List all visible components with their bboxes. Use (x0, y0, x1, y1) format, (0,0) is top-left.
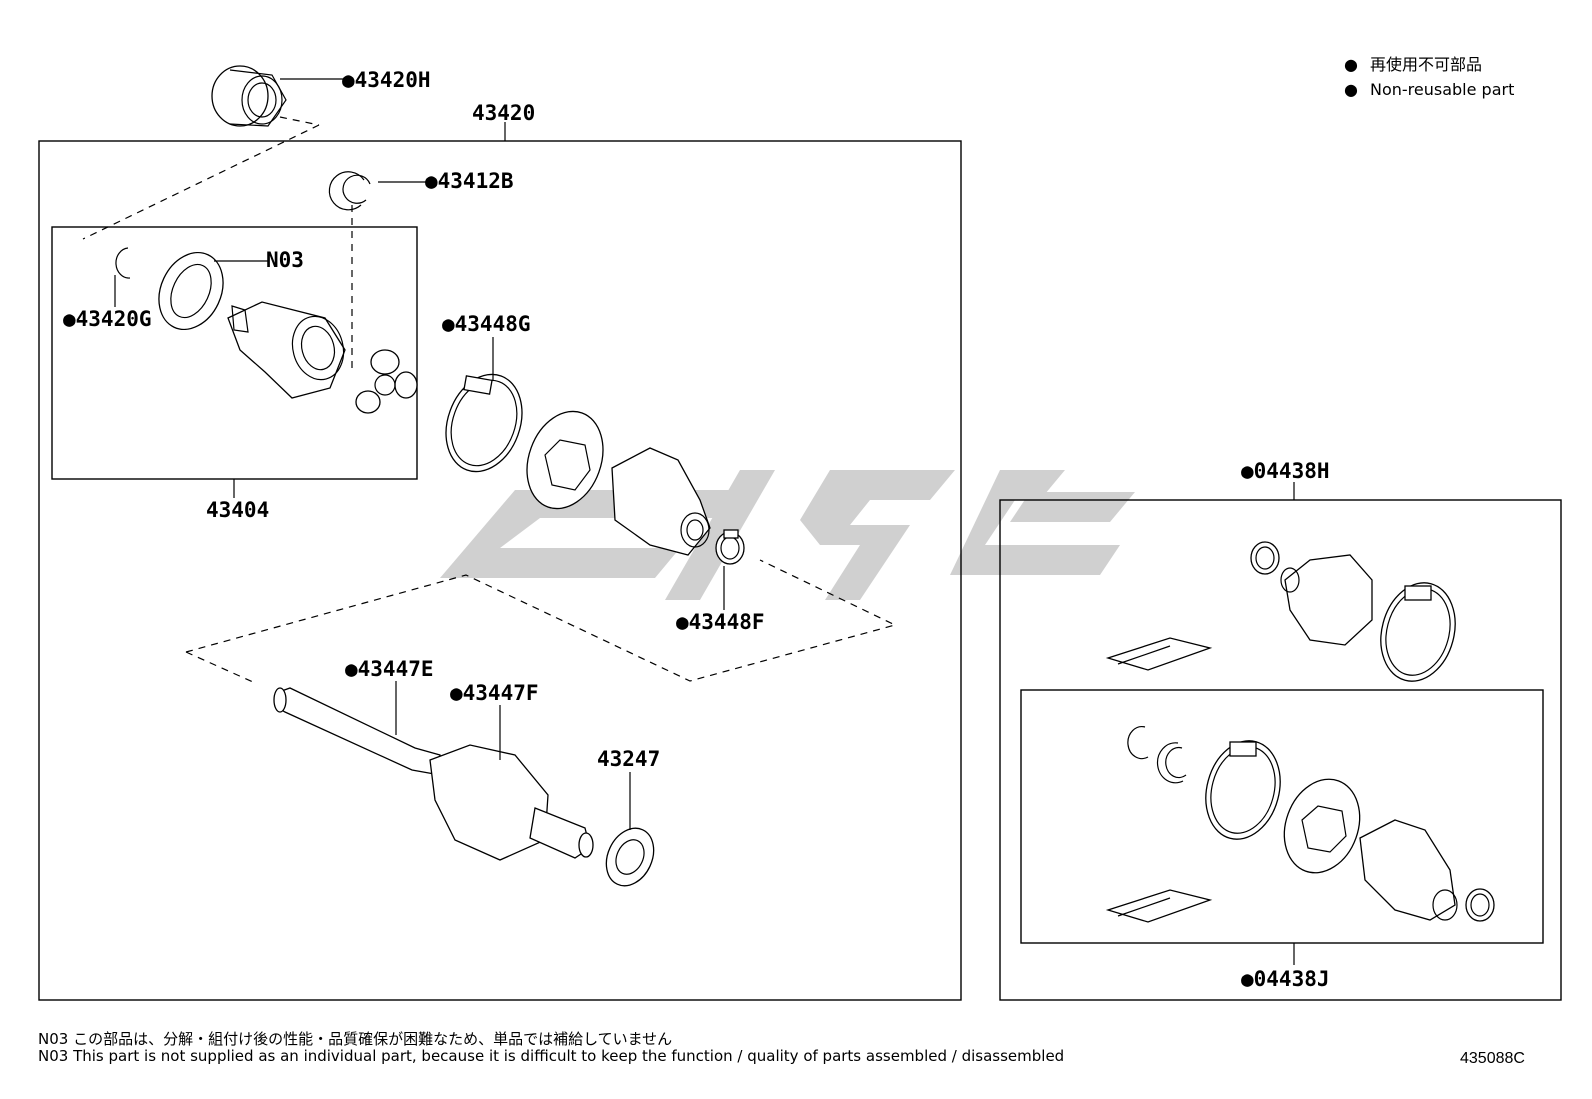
snap-ring-43412B-outer (328, 171, 365, 211)
kit-04438J-clamp-band (1205, 740, 1281, 840)
drawing-number: 435088C (1460, 1050, 1525, 1067)
label-43412B[interactable]: ●43412B (425, 169, 514, 193)
kit-04438H-clamp-small (1250, 541, 1280, 575)
joint-housing-part (227, 301, 346, 399)
boot-kit-04438J-box (1020, 689, 1544, 944)
label-43448F[interactable]: ●43448F (676, 610, 765, 634)
footnote-jp: N03 この部品は、分解・組付け後の性能・品質確保が困難なため、単品では補給して… (38, 1030, 673, 1048)
dash-outline-shaft (185, 559, 897, 682)
label-43447E[interactable]: ●43447E (345, 657, 434, 681)
kit-04438J-clamp-small (1465, 888, 1495, 922)
legend-text-en: Non-reusable part (1370, 80, 1514, 99)
kit-04438H-grease-pack (1105, 637, 1213, 671)
kit-04438J-grease-pack (1105, 889, 1213, 923)
legend-symbol-en: ● (1344, 80, 1358, 99)
legend: ● 再使用不可部品 ● Non-reusable part (1344, 55, 1514, 99)
kit-04438J-deflector (1283, 778, 1361, 874)
label-43420H[interactable]: ●43420H (342, 68, 431, 92)
washer-N03-part (158, 251, 224, 331)
label-43404[interactable]: 43404 (206, 498, 269, 522)
dash-line-bearing (82, 124, 320, 240)
deflector-part (526, 410, 604, 510)
snap-ring-43412B-part (342, 174, 371, 204)
label-43420[interactable]: 43420 (472, 101, 535, 125)
label-43247[interactable]: 43247 (597, 747, 660, 771)
label-43420G[interactable]: ●43420G (63, 307, 152, 331)
boot-part (611, 447, 711, 556)
label-43447F[interactable]: ●43447F (450, 681, 539, 705)
outer-cv-joint-part (429, 744, 594, 861)
kit-04438J-snap-ring (1156, 742, 1187, 784)
clip-43420G-part (115, 247, 131, 279)
kit-04438J-clip (1127, 726, 1149, 760)
kit-04438J-boot (1359, 819, 1458, 921)
assembly-43404-box (51, 226, 418, 480)
boot-kit-04438H-box (999, 499, 1562, 1001)
clamp-43448F-part (715, 529, 745, 565)
kit-04438H-boot (1280, 554, 1373, 646)
label-43448G[interactable]: ●43448G (442, 312, 531, 336)
legend-symbol-jp: ● (1344, 55, 1358, 74)
label-N03[interactable]: N03 (266, 248, 304, 272)
drive-shaft-part (273, 687, 441, 776)
dash-line-shaft (185, 651, 254, 683)
label-04438J[interactable]: ●04438J (1241, 967, 1330, 991)
dash-line-bearing-2 (279, 116, 320, 126)
footnote-en: N03 This part is not supplied as an indi… (38, 1047, 1065, 1065)
assembly-43420-box (38, 140, 962, 1001)
washer-43247-part (605, 827, 655, 887)
legend-text-jp: 再使用不可部品 (1370, 55, 1482, 74)
label-04438H[interactable]: ●04438H (1241, 459, 1330, 483)
clamp-band-43448G-part (445, 373, 523, 473)
tripod-joint-part (355, 349, 418, 414)
kit-04438H-clamp-band (1380, 582, 1456, 682)
bearing-43420H-part (211, 65, 287, 127)
